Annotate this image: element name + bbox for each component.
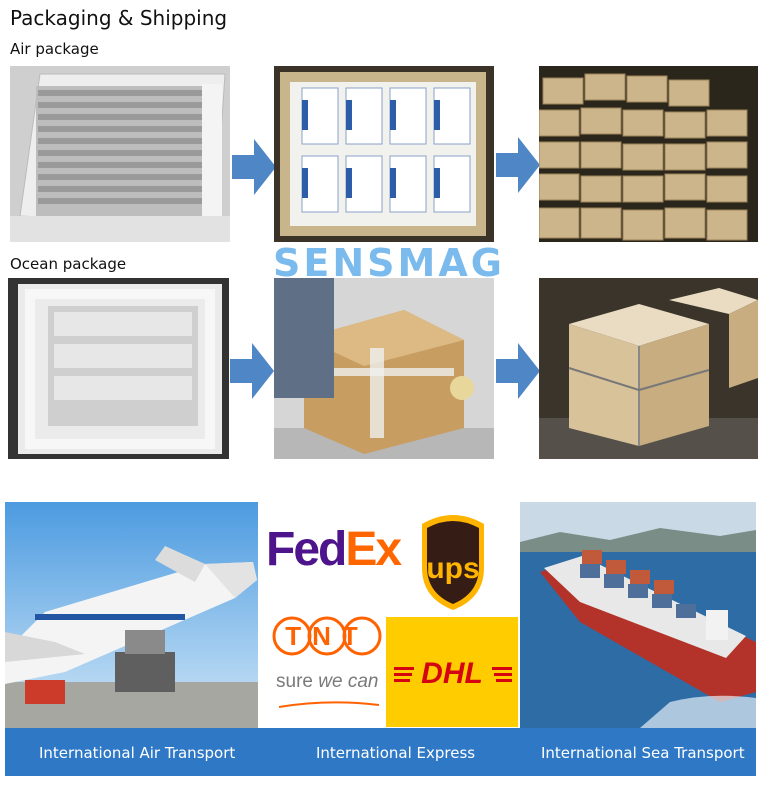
arrow-right-icon bbox=[496, 343, 540, 399]
ocean-package-label: Ocean package bbox=[10, 255, 127, 273]
page-title: Packaging & Shipping bbox=[10, 6, 228, 30]
ups-text: ups bbox=[426, 552, 479, 585]
air-package-label: Air package bbox=[10, 40, 99, 58]
arrow-right-icon bbox=[232, 139, 276, 195]
watermark-text: SENSMAG bbox=[273, 241, 505, 284]
ocean-package-photo-wrapping bbox=[274, 278, 494, 459]
dhl-logo: DHL bbox=[386, 617, 518, 727]
arrow-right-icon bbox=[230, 343, 274, 399]
air-transport-label: International Air Transport bbox=[39, 744, 236, 762]
air-transport-photo bbox=[5, 502, 258, 728]
fedex-ex-text: Ex bbox=[345, 523, 402, 576]
tnt-underline bbox=[278, 694, 380, 708]
ocean-package-photo-wooden-crates bbox=[539, 278, 758, 459]
ups-logo: ups bbox=[418, 510, 488, 612]
sea-transport-photo bbox=[520, 502, 756, 728]
tnt-text: TNT bbox=[285, 621, 369, 651]
express-transport-label: International Express bbox=[316, 744, 476, 762]
air-package-photo-magnets bbox=[10, 66, 230, 242]
fedex-fed-text: Fed bbox=[266, 523, 347, 576]
air-package-photo-cartons bbox=[274, 66, 494, 242]
sea-transport-label: International Sea Transport bbox=[541, 744, 745, 762]
transport-caption-bar bbox=[5, 728, 756, 776]
arrow-right-icon bbox=[496, 137, 540, 193]
tnt-logo: TNT bbox=[272, 612, 382, 662]
ocean-package-photo-foam bbox=[8, 278, 229, 459]
tnt-tagline-sure: sure bbox=[276, 671, 313, 692]
sensmag-watermark: SENSMAG bbox=[258, 238, 520, 285]
air-package-photo-stacked-cartons bbox=[539, 66, 758, 242]
fedex-logo: FedEx bbox=[266, 522, 402, 577]
tnt-tagline: sure we can bbox=[276, 671, 378, 693]
tnt-tagline-wecan: we can bbox=[318, 671, 379, 692]
dhl-text: DHL bbox=[421, 657, 483, 690]
